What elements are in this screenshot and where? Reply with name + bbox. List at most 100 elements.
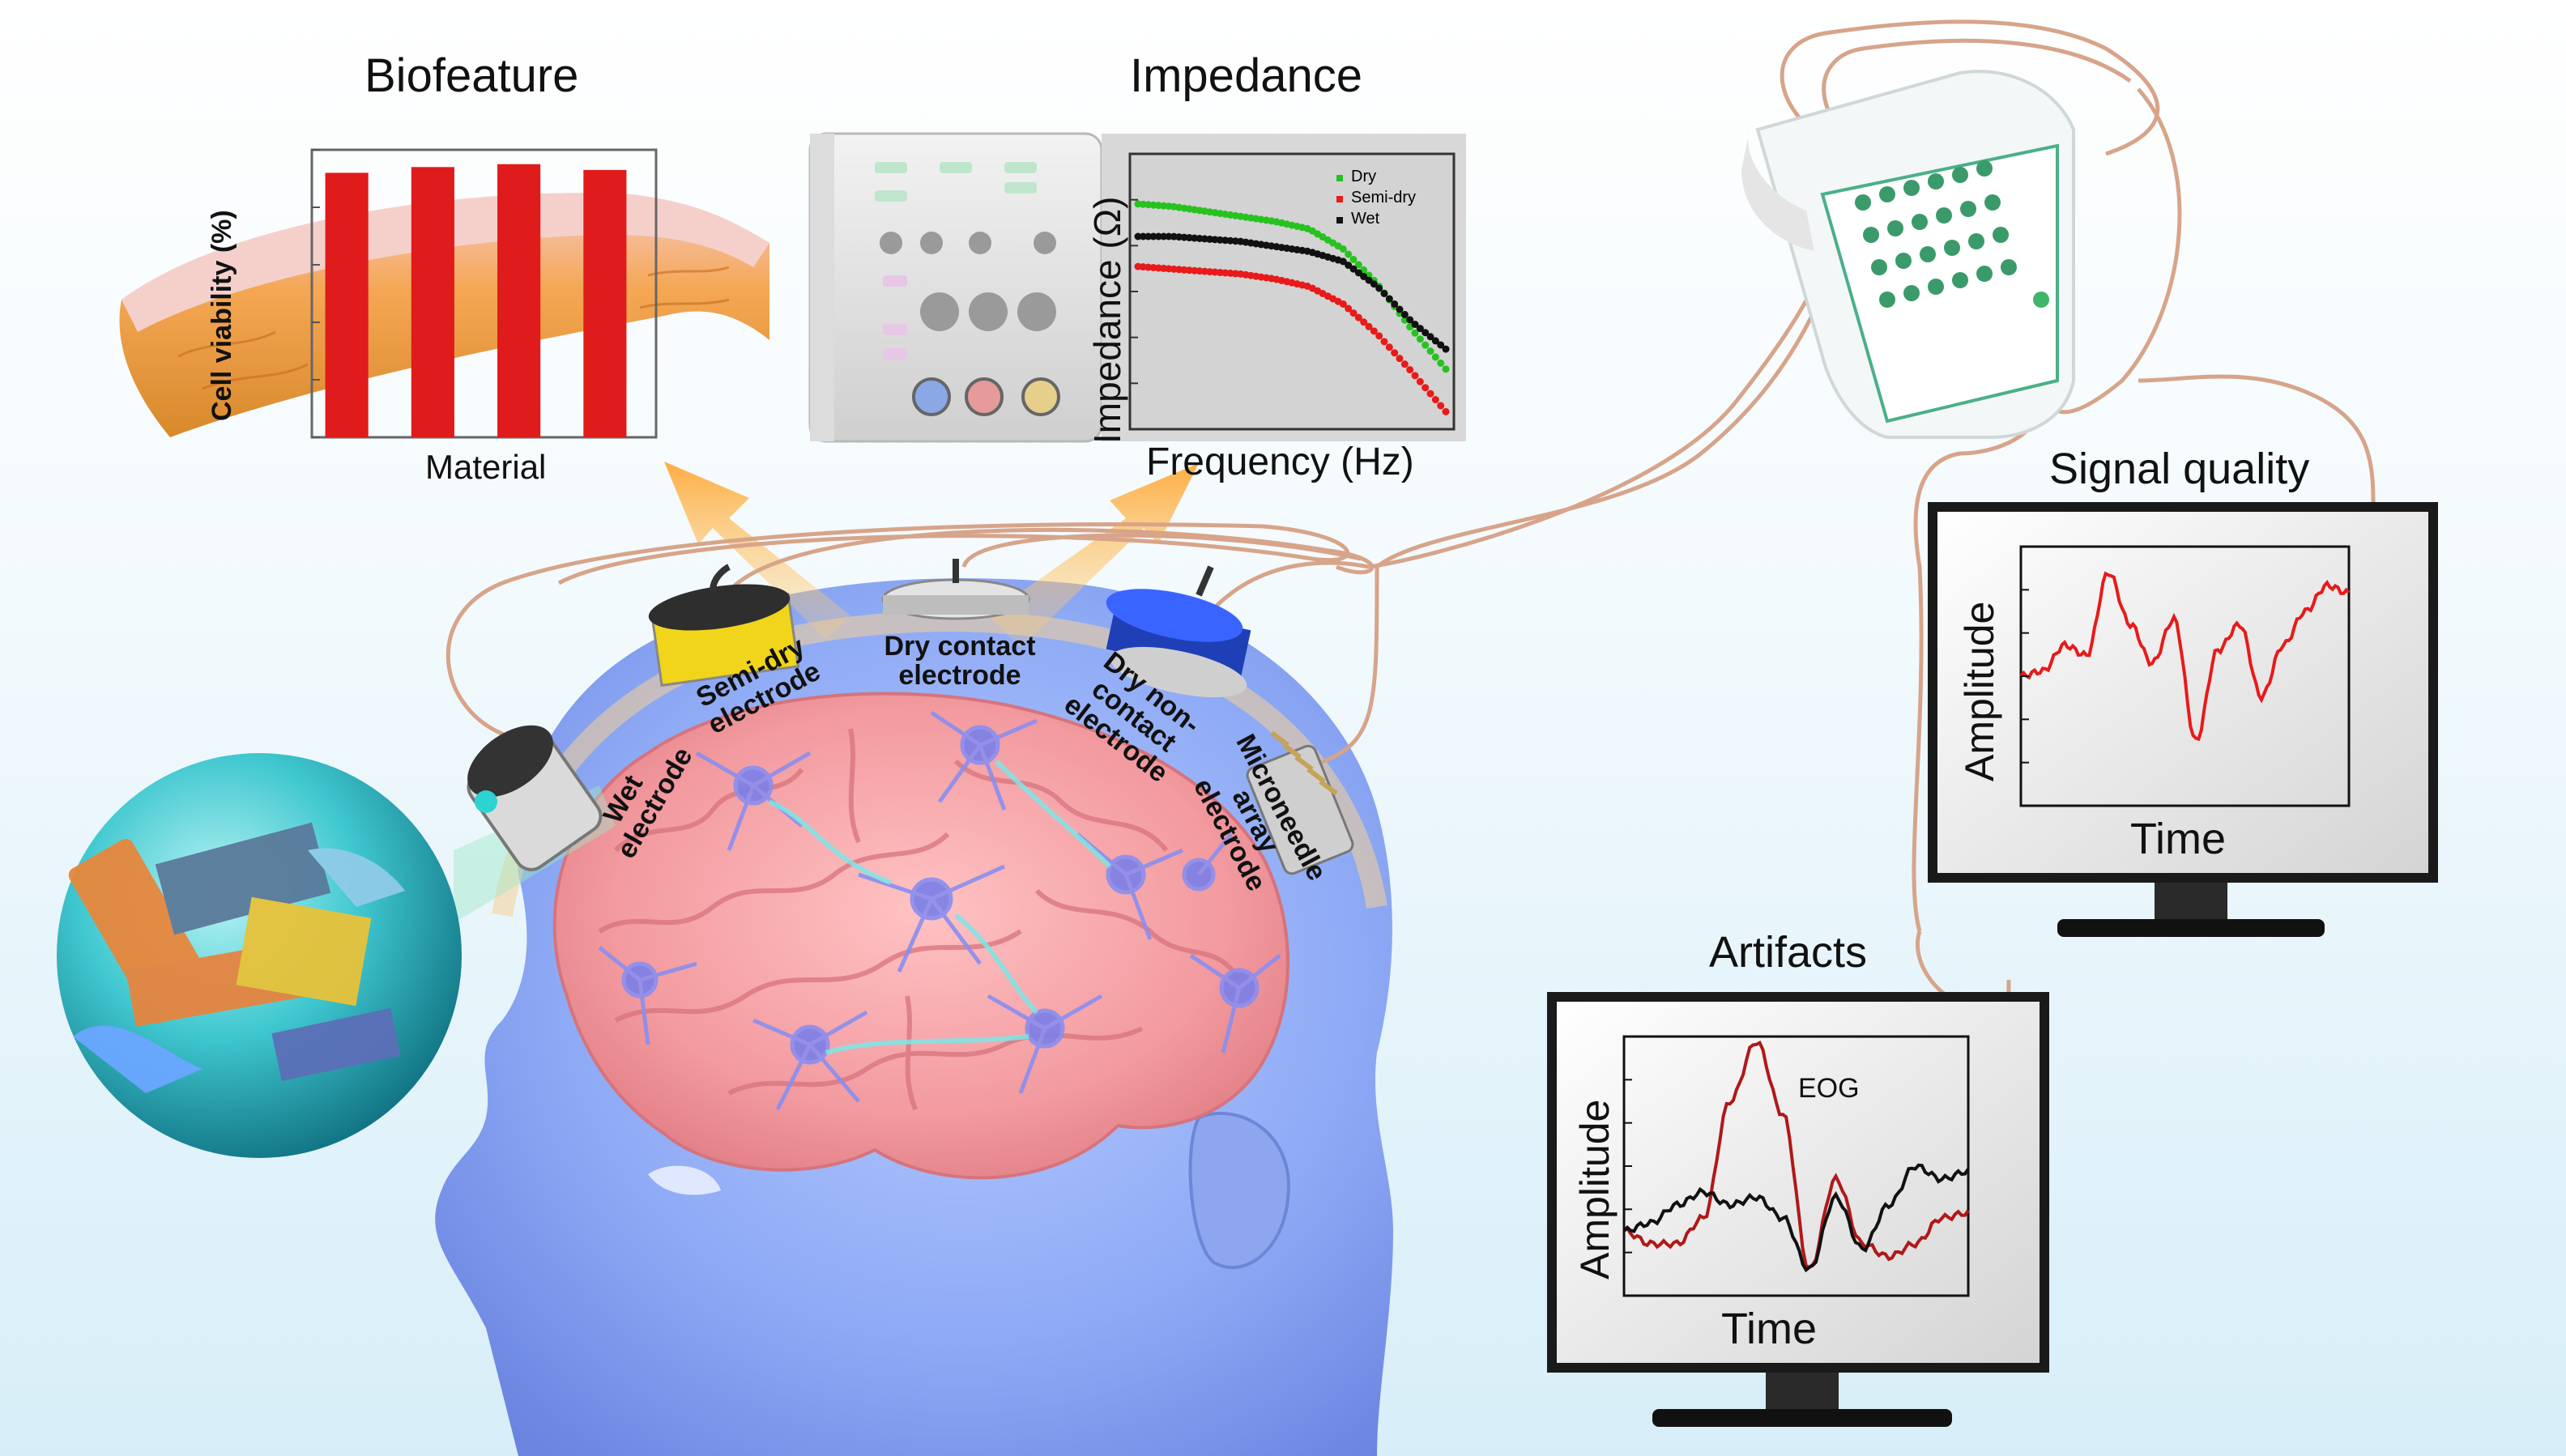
eog-annotation: EOG — [1798, 1073, 1860, 1104]
series-wet-point — [1400, 310, 1409, 318]
series-wet-point — [1406, 316, 1414, 324]
bar-4 — [583, 169, 627, 437]
brain — [552, 692, 1289, 1180]
series-wet-point — [1370, 280, 1378, 288]
series-semi-dry-point — [1380, 338, 1388, 346]
bar-1 — [325, 172, 369, 437]
signal-quality-xlabel: Time — [2130, 815, 2226, 863]
series-dry-point — [1345, 250, 1353, 258]
series-wet-point — [1345, 262, 1353, 270]
series-dry-point — [1400, 316, 1409, 324]
series-wet-point — [1411, 320, 1419, 328]
eeg-trace — [1622, 1163, 1970, 1273]
arrow-to-impedance — [988, 463, 1199, 648]
signal-quality-line-chart — [2019, 545, 2351, 807]
electrode-wires — [445, 19, 2376, 1022]
impedance-xlabel: Frequency (Hz) — [1146, 441, 1414, 483]
series-semi-dry-point — [1370, 327, 1378, 335]
wet-electrode — [467, 725, 603, 871]
series-wet-point — [1139, 232, 1147, 241]
series-semi-dry-point — [1422, 384, 1430, 392]
microneedle-array-electrode — [1246, 730, 1354, 875]
neuron — [1189, 953, 1281, 1054]
series-wet-point — [1165, 232, 1173, 241]
series-wet-point — [1385, 295, 1393, 303]
series-wet-point — [1396, 305, 1404, 313]
semi-dry-electrode — [648, 564, 800, 688]
series-wet-point — [1144, 232, 1153, 241]
impedance-ylabel: Impedance (Ω) — [1086, 196, 1128, 444]
legend-marker-semi-dry — [1336, 196, 1343, 202]
impedance-legend: Dry Semi-dry Wet — [1336, 166, 1416, 229]
series-wet-point — [1431, 337, 1439, 345]
series-wet-point — [1365, 276, 1373, 284]
artifacts-line-chart — [1622, 1035, 1970, 1297]
series-wet-point — [1426, 333, 1434, 341]
series-wet-point — [1416, 325, 1424, 333]
series-semi-dry-point — [1442, 407, 1450, 415]
series-semi-dry-point — [1339, 300, 1347, 308]
artifacts-ylabel: Amplitude — [1572, 1099, 1618, 1279]
series-dry-point — [1411, 329, 1419, 337]
series-semi-dry-point — [1426, 390, 1434, 398]
series-wet-point — [1349, 265, 1358, 273]
series-wet-point — [1360, 272, 1368, 280]
series-wet-point — [1422, 329, 1430, 337]
legend-item-dry: Dry — [1336, 166, 1416, 187]
series-semi-dry-point — [1365, 322, 1373, 330]
signal-quality-ylabel: Amplitude — [1957, 601, 2002, 781]
impedance-title: Impedance — [1130, 49, 1362, 102]
legend-item-semi-dry: Semi-dry — [1336, 187, 1416, 208]
artifacts-monitor — [1547, 992, 2049, 1427]
bar-2 — [411, 167, 454, 438]
series-wet-point — [1442, 345, 1450, 353]
series-dry-point — [1442, 365, 1450, 373]
series-semi-dry-point — [1431, 396, 1439, 404]
dry-contact-electrode — [881, 559, 1030, 620]
series-dry-point — [1416, 335, 1424, 343]
series-semi-dry-point — [1391, 349, 1399, 357]
series-semi-dry-point — [1375, 332, 1383, 340]
signal-quality-title: Signal quality — [2049, 445, 2310, 493]
series-dry-point — [1426, 347, 1434, 355]
neuron — [987, 994, 1103, 1094]
series-wet-point — [1339, 258, 1347, 266]
series-semi-dry-point — [1385, 343, 1393, 351]
series-wet-point — [1380, 289, 1388, 297]
series-semi-dry-point — [1360, 318, 1368, 326]
arrow-to-biofeature — [664, 462, 850, 640]
biofeature-title: Biofeature — [364, 49, 579, 102]
series-semi-dry-point — [1349, 309, 1358, 317]
series-wet-point — [1391, 300, 1399, 308]
series-semi-dry-point — [1345, 304, 1353, 313]
bar-3 — [497, 164, 541, 437]
series-semi-dry-point — [1400, 360, 1409, 368]
artifacts-title: Artifacts — [1709, 928, 1868, 977]
series-wet-point — [1354, 269, 1362, 277]
legend-marker-dry — [1336, 175, 1343, 181]
dry-contact-electrode-label: Dry contact electrode — [884, 631, 1036, 691]
biofeature-xlabel: Material — [425, 448, 547, 486]
eog-trace — [1622, 1040, 1970, 1270]
series-semi-dry-point — [1411, 372, 1419, 380]
dry-noncontact-electrode — [1106, 565, 1251, 698]
series-semi-dry-point — [1416, 377, 1424, 385]
neuron — [930, 710, 1038, 811]
neuron — [695, 751, 812, 851]
series-wet-point — [1134, 232, 1142, 241]
legend-marker-wet — [1336, 217, 1343, 224]
neuron — [858, 864, 1006, 973]
series-dry-point — [1349, 255, 1358, 263]
eeg-amplifier — [1741, 70, 2075, 439]
signal-quality-monitor — [1928, 502, 2438, 937]
neuron — [1182, 832, 1233, 892]
series-dry-point — [1437, 359, 1445, 367]
series-wet-point — [1154, 232, 1162, 241]
series-semi-dry-point — [1406, 366, 1414, 374]
series-wet-point — [1375, 284, 1383, 292]
series-semi-dry-point — [1354, 313, 1362, 321]
signal-trace — [2019, 571, 2351, 742]
biofeature-ylabel: Cell viability (%) — [207, 210, 237, 421]
legend-label-wet: Wet — [1351, 210, 1380, 228]
